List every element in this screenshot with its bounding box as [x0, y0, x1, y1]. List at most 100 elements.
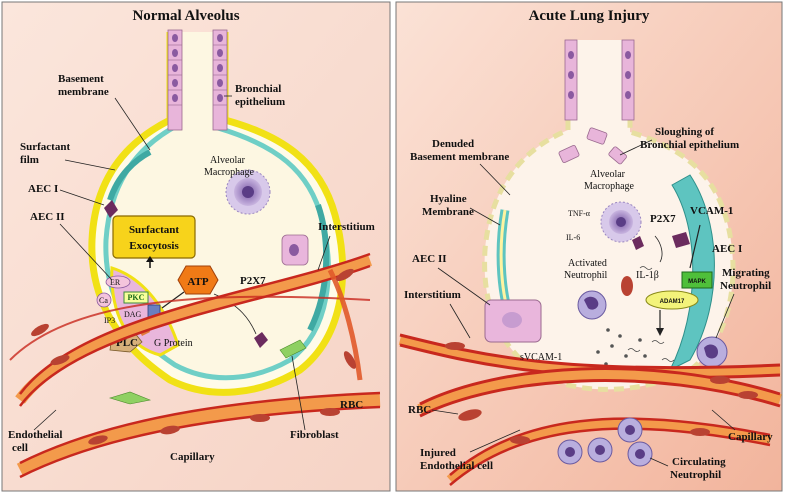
bronchial-epithelium-label-1: Bronchial	[235, 83, 281, 95]
right-macrophage-receptor	[632, 236, 644, 250]
injured-endothelial-label-2: Endothelial cell	[420, 460, 493, 472]
interstitium-label: Interstitium	[318, 221, 375, 233]
fibroblast-label: Fibroblast	[290, 429, 339, 441]
migrating-neutrophil-label-1: Migrating	[722, 267, 770, 279]
surfactant-film-label-1: Surfactant	[20, 141, 70, 153]
pkc-box	[123, 291, 149, 304]
denuded-label-1: Denuded	[432, 138, 474, 150]
left-macrophage-label-2: Macrophage	[204, 167, 255, 178]
aec2-leader	[59, 223, 113, 281]
right-macrophage	[600, 201, 642, 243]
right-p2x7-receptor	[672, 232, 690, 248]
injured-endothelial-label-1: Injured	[420, 447, 456, 459]
circulating-neutrophil-leader	[649, 457, 669, 467]
right-panel: Acute Lung Injury	[395, 1, 783, 492]
right-aec2-label: AEC II	[412, 253, 447, 265]
endothelial-cell-label-1: Endothelial	[8, 429, 62, 441]
aec1-label: AEC I	[28, 183, 58, 195]
endothelial-cell-label-2: cell	[12, 442, 28, 454]
adam17-arrowhead	[656, 328, 664, 336]
endothelial-cell-leader	[33, 409, 57, 431]
hyaline-label-1: Hyaline	[430, 193, 467, 205]
right-macrophage-label-2: Macrophage	[584, 181, 635, 192]
vcam1-label: VCAM-1	[690, 205, 733, 217]
er-label: ER	[110, 278, 121, 287]
activated-neutrophil	[577, 290, 607, 320]
sloughing-label-1: Sloughing of	[655, 126, 714, 138]
mapk-box	[681, 271, 713, 289]
sloughing-label-2: Bronchial epithelium	[640, 139, 739, 151]
surfactant-exocytosis-line1: Surfactant	[129, 224, 179, 236]
fibroblast-shape-2	[279, 339, 307, 359]
right-rbc-label: RBC	[408, 404, 431, 416]
left-macrophage-label-1: Alveolar	[210, 155, 246, 166]
right-p2x7-label: P2X7	[650, 213, 676, 225]
aec2-label: AEC II	[30, 211, 65, 223]
aec1-marker	[104, 200, 118, 218]
denuded-label-2: Basement membrane	[410, 151, 509, 163]
right-alveolus: MAPK ADAM17	[482, 39, 736, 392]
right-interstitium-label: Interstitium	[404, 289, 461, 301]
il1b-label: IL-1β	[636, 270, 659, 281]
left-capillaries	[9, 252, 381, 479]
right-inner-rbc	[621, 276, 633, 296]
vcam1-arrow	[689, 224, 701, 269]
basement-membrane-label-1: Basement	[58, 73, 104, 85]
p2x7-label: P2X7	[240, 275, 266, 287]
atp-label: ATP	[187, 276, 208, 288]
exocytosis-arrow	[146, 256, 154, 262]
p2x7-to-il1b-arrow	[654, 235, 663, 263]
activated-neutrophil-label-2: Neutrophil	[564, 270, 608, 281]
er-shape	[105, 275, 131, 289]
basement-membrane-label-2: membrane	[58, 86, 109, 98]
adam17-label: ADAM17	[660, 299, 685, 305]
right-panel-title: Acute Lung Injury	[529, 8, 650, 24]
left-rbc-label: RBC	[340, 399, 363, 411]
hyaline-leader	[469, 207, 501, 226]
ca-shape	[96, 292, 112, 308]
migrating-neutrophil-label-2: Neutrophil	[720, 280, 771, 292]
right-aec2-leader	[437, 267, 491, 306]
aec1-cell	[107, 149, 152, 201]
right-capillary-label: Capillary	[728, 431, 773, 443]
bronchial-epithelium-label-2: epithelium	[235, 96, 285, 108]
ip3-label: IP3	[104, 316, 115, 325]
adam17-shape	[645, 290, 699, 310]
right-interstitium-leader	[449, 303, 471, 339]
left-panel: Normal Alveolus	[1, 1, 391, 492]
surfactant-film-label-2: film	[20, 154, 39, 166]
p2x7-receptor	[254, 332, 268, 348]
aec1-cell-right	[307, 204, 330, 332]
hyaline-label-2: Membrane	[422, 206, 474, 218]
injured-endothelial-leader	[469, 429, 521, 453]
pkc-label: PKC	[128, 293, 145, 302]
denuded-leader	[479, 163, 511, 196]
surfactant-exocytosis-line2: Exocytosis	[129, 240, 179, 252]
right-capillaries	[398, 333, 782, 486]
mapk-label: MAPK	[688, 279, 706, 285]
right-bronchial-epithelium	[558, 39, 635, 165]
right-aec1-label: AEC I	[712, 243, 742, 255]
tnf-label: TNF-α	[568, 209, 591, 218]
left-capillary-label: Capillary	[170, 451, 215, 463]
right-macrophage-label-1: Alveolar	[590, 169, 626, 180]
il6-label: IL-6	[566, 233, 580, 242]
circulating-neutrophils	[557, 417, 653, 467]
right-rbc-leader	[431, 409, 459, 415]
circulating-neutrophil-label-1: Circulating	[672, 456, 726, 468]
svcam1-label: sVCAM-1	[520, 352, 562, 363]
g-protein-label: G Protein	[154, 338, 193, 349]
migrating-neutrophil	[696, 336, 728, 368]
dag-label: DAG	[124, 310, 142, 319]
interstitium-leader	[317, 235, 331, 271]
bronchial-epithelium-cells	[167, 29, 228, 131]
fibroblast-shape-1	[108, 391, 152, 405]
right-capillary-leader	[711, 409, 736, 431]
surfactant-exocytosis-box: Surfactant Exocytosis	[112, 215, 196, 268]
left-panel-title: Normal Alveolus	[132, 8, 239, 24]
surfactant-film-leader	[64, 159, 116, 171]
fibroblast-leader	[291, 355, 306, 431]
activated-neutrophil-label-1: Activated	[568, 258, 607, 269]
circulating-neutrophil-label-2: Neutrophil	[670, 469, 721, 481]
